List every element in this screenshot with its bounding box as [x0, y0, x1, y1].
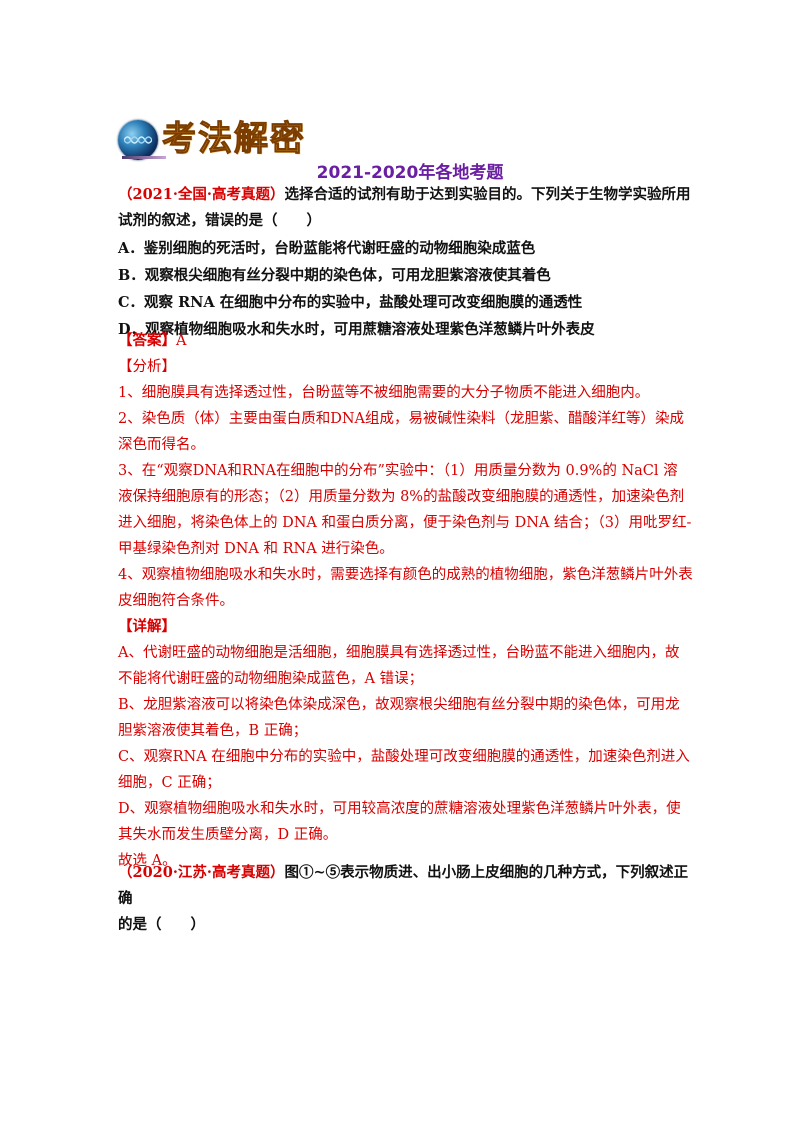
detail-line: D、观察植物细胞吸水和失水时，可用较高浓度的蔗糖溶液处理紫色洋葱鳞片叶外表，使: [118, 801, 681, 817]
answer-label: 【答案】: [118, 332, 176, 349]
question-1-source: （2021·全国·高考真题）: [118, 186, 285, 203]
detail-label: 【详解】: [118, 618, 176, 635]
answer-block: 【答案】A 【分析】: [118, 328, 698, 380]
analysis-line: 皮细胞符合条件。: [118, 593, 234, 609]
analysis-line: 深色而得名。: [118, 437, 205, 453]
detail-line: B、龙胆紫溶液可以将染色体染成深色，故观察根尖细胞有丝分裂中期的染色体，可用龙: [118, 697, 680, 713]
detail-block: 【详解】 A、代谢旺盛的动物细胞是活细胞，细胞膜具有选择透过性，台盼蓝不能进入细…: [118, 614, 698, 874]
question-2-stem-line-2: 的是（ ）: [118, 916, 205, 933]
option-b: B．观察根尖细胞有丝分裂中期的染色体，可用龙胆紫溶液使其着色: [118, 267, 551, 284]
dna-globe-icon: [118, 120, 158, 160]
analysis-line: 2、染色质（体）主要由蛋白质和DNA组成，易被碱性染料（龙胆紫、醋酸洋红等）染成: [118, 411, 685, 427]
option-d: D．观察植物细胞吸水和失水时，可用蔗糖溶液处理紫色洋葱鳞片叶外表皮: [118, 321, 595, 338]
detail-line: 细胞，C 正确；: [118, 775, 221, 791]
conclusion: 故选 A。: [118, 853, 177, 869]
detail-line: 胆紫溶液使其着色，B 正确；: [118, 723, 308, 739]
analysis-line: 3、在“观察DNA和RNA在细胞中的分布”实验中：（1）用质量分数为 0.9%的…: [118, 463, 678, 479]
page-title: 2021-2020年各地考题: [316, 163, 504, 183]
option-a: A．鉴别细胞的死活时，台盼蓝能将代谢旺盛的动物细胞染成蓝色: [118, 240, 536, 257]
analysis-line: 4、观察植物细胞吸水和失水时，需要选择有颜色的成熟的植物细胞，紫色洋葱鳞片叶外表: [118, 567, 693, 583]
detail-line: 其失水而发生质壁分离，D 正确。: [118, 827, 338, 843]
detail-line: 不能将代谢旺盛的动物细胞染成蓝色，A 错误；: [118, 671, 424, 687]
analysis-line: 进入细胞，将染色体上的 DNA 和蛋白质分离，便于染色剂与 DNA 结合；（3）…: [118, 515, 692, 531]
question-1-stem-line-2: 试剂的叙述，错误的是（ ）: [118, 212, 321, 229]
analysis-label: 【分析】: [118, 359, 176, 375]
question-1-options: A．鉴别细胞的死活时，台盼蓝能将代谢旺盛的动物细胞染成蓝色 B．观察根尖细胞有丝…: [118, 235, 698, 343]
question-2-stem: （2020·江苏·高考真题）图①~⑤表示物质进、出小肠上皮细胞的几种方式，下列叙…: [118, 860, 698, 938]
detail-line: C、观察RNA 在细胞中分布的实验中，盐酸处理可改变细胞膜的通透性，加速染色剂进…: [118, 749, 690, 765]
analysis-line: 液保持细胞原有的形态；（2）用质量分数为 8%的盐酸改变细胞膜的通透性，加速染色…: [118, 489, 685, 505]
banner-underline: [122, 156, 166, 159]
detail-line: A、代谢旺盛的动物细胞是活细胞，细胞膜具有选择透过性，台盼蓝不能进入细胞内，故: [118, 645, 680, 661]
analysis-block: 1、细胞膜具有选择透过性，台盼蓝等不被细胞需要的大分子物质不能进入细胞内。 2、…: [118, 380, 698, 614]
analysis-line: 甲基绿染色剂对 DNA 和 RNA 进行染色。: [118, 541, 394, 557]
question-1-stem-line-1: 选择合适的试剂有助于达到实验目的。下列关于生物学实验所用: [284, 186, 691, 203]
question-2-stem-line-1: 图①~⑤表示物质进、出小肠上皮细胞的几种方式，下列叙述正确: [118, 864, 689, 907]
analysis-line: 1、细胞膜具有选择透过性，台盼蓝等不被细胞需要的大分子物质不能进入细胞内。: [118, 385, 650, 401]
answer-value: A: [176, 333, 187, 349]
question-2-source: （2020·江苏·高考真题）: [118, 864, 285, 881]
section-banner: 考法解密: [118, 118, 358, 160]
option-c: C．观察 RNA 在细胞中分布的实验中，盐酸处理可改变细胞膜的通透性: [118, 294, 583, 311]
dna-helix-icon: [124, 136, 152, 144]
banner-title: 考法解密: [162, 119, 306, 160]
question-1-stem: （2021·全国·高考真题）选择合适的试剂有助于达到实验目的。下列关于生物学实验…: [118, 182, 698, 234]
